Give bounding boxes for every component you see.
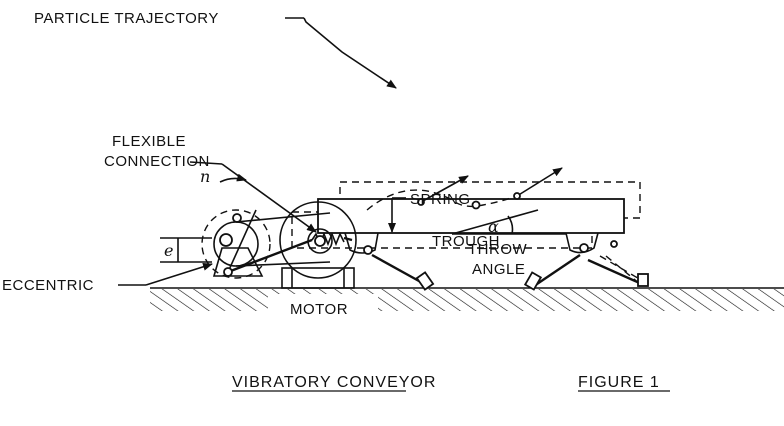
spring-label: SPRING xyxy=(410,191,471,208)
throw-label: THROW xyxy=(468,241,527,258)
eccentric-label: ECCENTRIC xyxy=(2,277,94,294)
caption-title: VIBRATORY CONVEYOR xyxy=(232,374,436,391)
flexible-label: FLEXIBLE xyxy=(112,133,186,150)
motor-label: MOTOR xyxy=(290,301,348,318)
connection-label: CONNECTION xyxy=(104,153,210,170)
angle-label: ANGLE xyxy=(472,261,525,278)
connecting-rod xyxy=(223,209,353,277)
rotation-symbol: n xyxy=(200,167,210,186)
throw-angle-symbol: α xyxy=(488,217,499,236)
particle-trajectory xyxy=(366,167,563,211)
eccentricity-dimension xyxy=(160,237,212,263)
leaders xyxy=(118,161,406,286)
particle-trajectory-leader xyxy=(285,17,397,89)
eccentricity-symbol: e xyxy=(164,241,173,260)
trough-label: TROUGH xyxy=(432,233,500,250)
caption-figure: FIGURE 1 xyxy=(578,374,660,391)
throw-angle-indicator xyxy=(451,209,566,235)
particle-trajectory-label: PARTICLE TRAJECTORY xyxy=(34,10,219,27)
trough xyxy=(317,198,625,255)
motor xyxy=(279,201,357,289)
springs xyxy=(371,240,649,291)
ground xyxy=(150,287,784,318)
